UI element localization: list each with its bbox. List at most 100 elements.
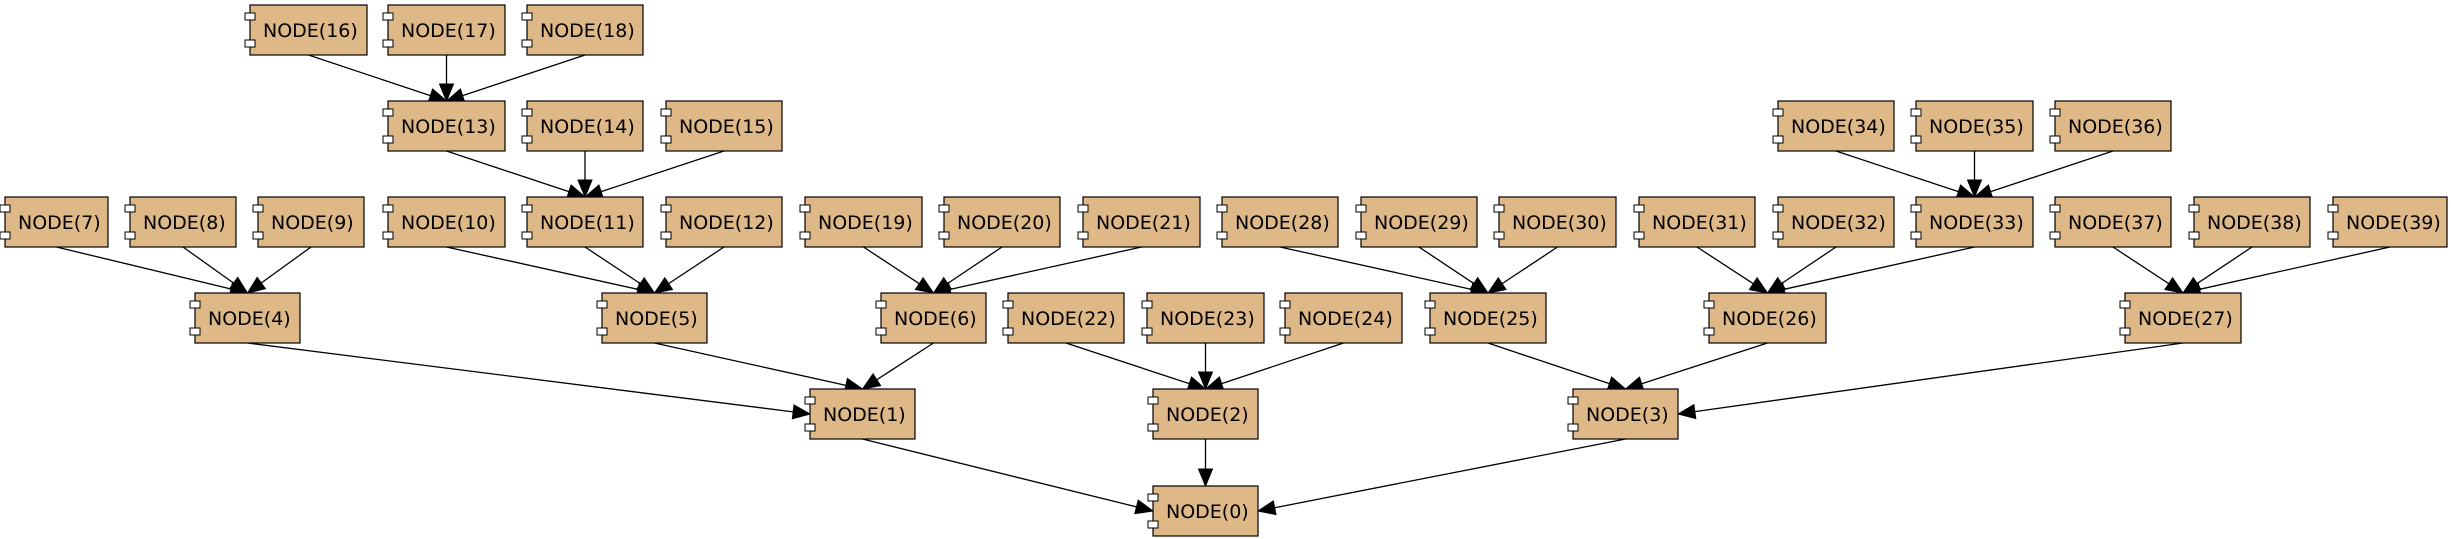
arrowhead-icon xyxy=(1197,468,1214,488)
edge-layer xyxy=(56,54,2391,516)
component-tab-icon xyxy=(0,204,11,213)
component-tab-icon xyxy=(1772,135,1784,144)
edge-22-2 xyxy=(1065,342,1207,391)
arrowhead-icon xyxy=(1197,371,1214,391)
node-box xyxy=(1152,485,1259,537)
node-box xyxy=(1915,196,2034,248)
node-label: NODE(29) xyxy=(1374,212,1469,234)
node-36: NODE(36) xyxy=(2049,100,2172,152)
edge-15-11 xyxy=(583,150,725,199)
component-tab-icon xyxy=(521,135,533,144)
arrowhead-icon xyxy=(1966,179,1983,199)
component-tab-icon xyxy=(660,135,672,144)
node-label: NODE(11) xyxy=(540,212,635,234)
node-label: NODE(26) xyxy=(1722,308,1817,330)
component-tab-icon xyxy=(1077,231,1089,240)
node-label: NODE(9) xyxy=(271,212,354,234)
node-box xyxy=(665,100,783,152)
edge-line xyxy=(668,246,725,285)
edge-11-5 xyxy=(584,246,656,294)
node-label: NODE(18) xyxy=(540,20,635,42)
node-label: NODE(13) xyxy=(401,116,496,138)
node-14: NODE(14) xyxy=(521,100,644,152)
arrowhead-icon xyxy=(228,276,249,294)
edge-26-3 xyxy=(1624,342,1768,391)
component-tab-icon xyxy=(1279,327,1291,336)
component-tab-icon xyxy=(2119,300,2131,309)
component-tab-icon xyxy=(1002,327,1014,336)
edge-25-3 xyxy=(1487,342,1627,391)
node-35: NODE(35) xyxy=(1910,100,2034,152)
node-box xyxy=(880,292,987,344)
edge-30-25 xyxy=(1486,246,1558,294)
node-label: NODE(32) xyxy=(1791,212,1886,234)
edge-16-13 xyxy=(308,54,448,103)
component-tab-icon xyxy=(124,204,136,213)
component-tab-icon xyxy=(1147,493,1159,502)
edge-line xyxy=(2199,246,2391,290)
component-tab-icon xyxy=(1355,231,1367,240)
component-tab-icon xyxy=(2327,231,2339,240)
edge-line xyxy=(260,246,312,284)
node-box xyxy=(665,196,783,248)
edge-line xyxy=(1641,342,1768,385)
node-15: NODE(15) xyxy=(660,100,783,152)
node-box xyxy=(1638,196,1756,248)
node-box xyxy=(1221,196,1339,248)
node-box xyxy=(1360,196,1478,248)
component-tab-icon xyxy=(938,231,950,240)
component-tab-icon xyxy=(596,300,608,309)
node-label: NODE(38) xyxy=(2207,212,2302,234)
component-tab-icon xyxy=(521,231,533,240)
arrowhead-icon xyxy=(861,373,882,390)
node-label: NODE(39) xyxy=(2346,212,2441,234)
edge-19-6 xyxy=(863,246,935,294)
component-tab-icon xyxy=(1772,231,1784,240)
edge-6-1 xyxy=(861,342,934,390)
node-34: NODE(34) xyxy=(1772,100,1895,152)
node-box xyxy=(1572,388,1679,440)
component-tab-icon xyxy=(1279,300,1291,309)
node-5: NODE(5) xyxy=(596,292,708,344)
component-tab-icon xyxy=(1910,231,1922,240)
node-29: NODE(29) xyxy=(1355,196,1478,248)
edge-8-4 xyxy=(182,246,249,294)
component-tab-icon xyxy=(521,12,533,21)
node-label: NODE(23) xyxy=(1160,308,1255,330)
node-box xyxy=(1146,292,1265,344)
edge-13-11 xyxy=(446,150,587,199)
component-tab-icon xyxy=(1002,300,1014,309)
edge-line xyxy=(2112,246,2170,285)
edge-36-33 xyxy=(1973,150,2114,199)
edge-17-13 xyxy=(438,55,455,103)
node-label: NODE(30) xyxy=(1512,212,1607,234)
component-tab-icon xyxy=(1147,520,1159,529)
node-26: NODE(26) xyxy=(1703,292,1827,344)
component-tab-icon xyxy=(660,204,672,213)
node-31: NODE(31) xyxy=(1633,196,1756,248)
node-box xyxy=(257,196,365,248)
edge-line xyxy=(1065,342,1190,385)
node-23: NODE(23) xyxy=(1141,292,1265,344)
arrowhead-icon xyxy=(791,404,812,420)
node-7: NODE(7) xyxy=(0,196,109,248)
component-tab-icon xyxy=(1633,231,1645,240)
node-label: NODE(34) xyxy=(1791,116,1886,138)
node-1: NODE(1) xyxy=(804,388,916,440)
node-label: NODE(19) xyxy=(818,212,913,234)
node-box xyxy=(804,196,923,248)
component-tab-icon xyxy=(1910,135,1922,144)
node-box xyxy=(2193,196,2311,248)
node-38: NODE(38) xyxy=(2188,196,2311,248)
node-label: NODE(8) xyxy=(143,212,226,234)
edge-line xyxy=(182,246,235,284)
component-tab-icon xyxy=(2049,135,2061,144)
component-tab-icon xyxy=(2049,231,2061,240)
edge-line xyxy=(446,150,570,193)
component-tab-icon xyxy=(521,39,533,48)
node-box xyxy=(943,196,1061,248)
node-box xyxy=(249,4,368,56)
component-tab-icon xyxy=(2188,204,2200,213)
node-6: NODE(6) xyxy=(875,292,987,344)
node-label: NODE(14) xyxy=(540,116,635,138)
